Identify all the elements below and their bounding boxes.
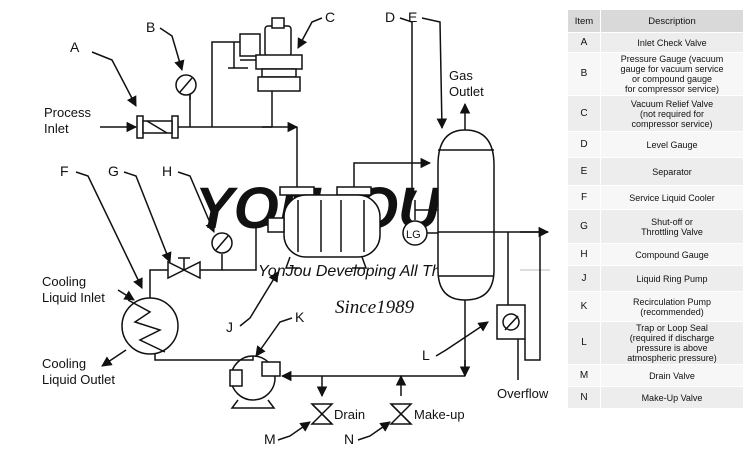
- label-level-gauge: LG: [406, 229, 421, 241]
- letter-l: L: [422, 347, 430, 363]
- legend-item-description: Separator: [600, 157, 744, 186]
- letter-j: J: [226, 319, 233, 335]
- label-cooling-outlet-1: Cooling: [42, 356, 86, 371]
- legend-row: N Make-Up Valve: [567, 386, 744, 409]
- legend-description-line: Shut-off or: [651, 216, 693, 227]
- legend-row: E Separator: [567, 157, 744, 186]
- letter-d: D: [385, 9, 395, 25]
- letter-f: F: [60, 163, 69, 179]
- legend-description-line: Make-Up Valve: [641, 392, 703, 403]
- legend-description-line: Pressure Gauge (vacuum: [620, 54, 724, 64]
- legend-item-description: Recirculation Pump(recommended): [600, 291, 744, 322]
- legend-item-code: F: [567, 185, 601, 210]
- label-cooling-inlet-1: Cooling: [42, 274, 86, 289]
- legend-item-code: C: [567, 95, 601, 132]
- label-drain: Drain: [334, 407, 365, 422]
- legend-description-line: (required if discharge: [629, 333, 715, 343]
- legend-description-line: gauge for vacuum service: [620, 64, 724, 74]
- letter-e: E: [408, 9, 417, 25]
- legend-description-line: atmospheric pressure): [627, 353, 717, 363]
- legend-description-line: Service Liquid Cooler: [629, 192, 715, 203]
- legend-item-code: B: [567, 52, 601, 96]
- legend-item-code: D: [567, 131, 601, 158]
- letter-a: A: [70, 39, 80, 55]
- legend-description-line: Trap or Loop Seal: [636, 323, 708, 333]
- legend-item-code: H: [567, 243, 601, 266]
- legend-description-line: Compound Gauge: [635, 249, 709, 260]
- piping-diagram: YONJOU YonJou Developing All The Time Si…: [42, 9, 550, 447]
- legend-description-line: Throttling Valve: [641, 226, 703, 237]
- legend-description-line: (recommended): [640, 306, 704, 317]
- legend-item-description: Level Gauge: [600, 131, 744, 158]
- legend-header-item: Item: [567, 9, 601, 33]
- label-cooling-outlet-2: Liquid Outlet: [42, 372, 115, 387]
- label-overflow: Overflow: [497, 386, 549, 401]
- legend-row: J Liquid Ring Pump: [567, 265, 744, 292]
- legend-row: M Drain Valve: [567, 364, 744, 387]
- letter-b: B: [146, 19, 155, 35]
- legend-description-line: Drain Valve: [649, 370, 695, 381]
- legend-description-line: Inlet Check Valve: [637, 37, 707, 48]
- letter-m: M: [264, 431, 276, 447]
- letter-g: G: [108, 163, 119, 179]
- legend-item-code: M: [567, 364, 601, 387]
- legend-item-code: N: [567, 386, 601, 409]
- label-makeup: Make-up: [414, 407, 465, 422]
- legend-item-code: K: [567, 291, 601, 322]
- watermark-slogan: YonJou Developing All The Time: [258, 263, 489, 280]
- legend-description-line: Level Gauge: [646, 139, 698, 150]
- legend-description-line: or compound gauge: [631, 74, 713, 84]
- legend-description-line: Liquid Ring Pump: [636, 273, 708, 284]
- label-process-inlet-1: Process: [44, 105, 91, 120]
- legend-row: F Service Liquid Cooler: [567, 185, 744, 210]
- legend-description-line: Vacuum Relief Valve: [630, 98, 714, 109]
- legend-description-line: pressure is above: [636, 343, 708, 353]
- legend-item-description: Drain Valve: [600, 364, 744, 387]
- letter-c: C: [325, 9, 335, 25]
- legend-item-description: Inlet Check Valve: [600, 32, 744, 53]
- legend-description-line: Separator: [652, 166, 692, 177]
- legend-row: H Compound Gauge: [567, 243, 744, 266]
- legend-item-description: Liquid Ring Pump: [600, 265, 744, 292]
- letter-k: K: [295, 309, 305, 325]
- legend-header-row: Item Description: [567, 9, 744, 33]
- legend-item-code: A: [567, 32, 601, 53]
- legend-item-description: Make-Up Valve: [600, 386, 744, 409]
- label-gas-outlet-2: Outlet: [449, 84, 484, 99]
- letter-n: N: [344, 431, 354, 447]
- legend-description-line: for compressor service): [624, 84, 720, 94]
- legend-item-code: J: [567, 265, 601, 292]
- letter-h: H: [162, 163, 172, 179]
- legend-description-line: Recirculation Pump: [632, 296, 712, 307]
- legend-item-code: G: [567, 209, 601, 244]
- legend-description-line: (not required for: [639, 108, 705, 119]
- watermark-since: Since1989: [335, 297, 415, 318]
- label-gas-outlet-1: Gas: [449, 68, 473, 83]
- legend-item-description: Service Liquid Cooler: [600, 185, 744, 210]
- label-cooling-inlet-2: Liquid Inlet: [42, 290, 105, 305]
- legend-item-description: Compound Gauge: [600, 243, 744, 266]
- legend-item-code: E: [567, 157, 601, 186]
- legend-row: A Inlet Check Valve: [567, 32, 744, 53]
- label-process-inlet-2: Inlet: [44, 121, 69, 136]
- legend-description-line: compressor service): [631, 118, 713, 129]
- legend-row: D Level Gauge: [567, 131, 744, 158]
- legend-item-code: L: [567, 321, 601, 365]
- legend-header-description: Description: [600, 9, 744, 33]
